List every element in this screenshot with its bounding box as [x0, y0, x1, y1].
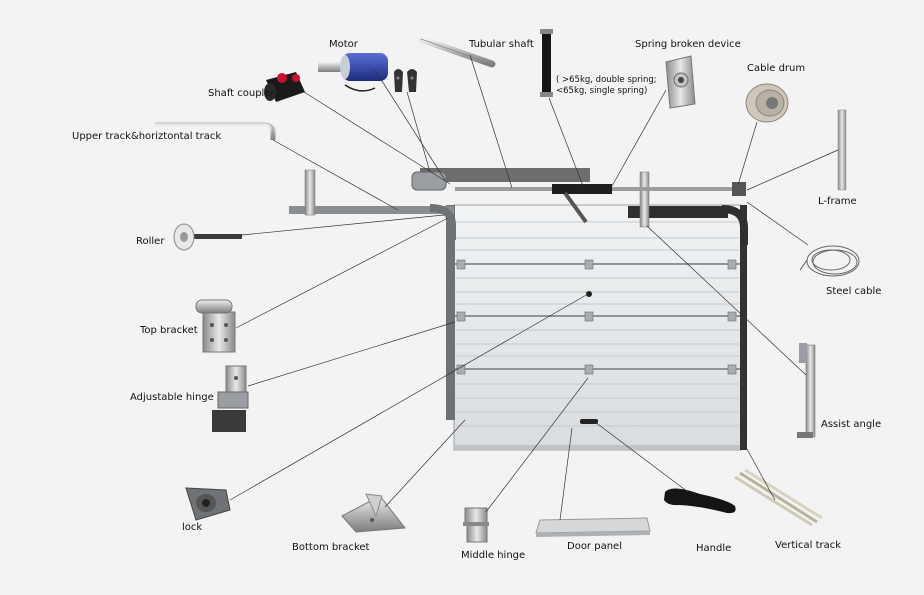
- top-bracket-icon: [195, 299, 236, 353]
- bottom-bracket-icon: [341, 493, 406, 533]
- door-panel-icon: [535, 517, 651, 537]
- handle-icon: [664, 488, 736, 514]
- upper-track-icon: [155, 120, 276, 140]
- label-upper-track: Upper track&horiztontal track: [72, 131, 222, 142]
- shaft-coupler-icon: [264, 72, 305, 102]
- label-vertical-track: Vertical track: [775, 540, 842, 551]
- label-bottom-bracket: Bottom bracket: [292, 542, 370, 553]
- leader-tubular-shaft: [469, 54, 513, 189]
- left-horizontal-track: [289, 206, 454, 214]
- middle-hinge-icon: [463, 507, 489, 543]
- shaft-drum: [732, 182, 746, 196]
- leader-lines: [229, 54, 839, 521]
- roller-icon: [173, 223, 242, 251]
- door-hinges: [456, 259, 737, 375]
- door-leaf: [453, 204, 742, 451]
- leader-shaft-coupler: [303, 91, 451, 185]
- adjustable-hinge-icon: [212, 365, 249, 432]
- vertical-track-icon: [734, 468, 823, 527]
- tubular-shaft-icon: [417, 35, 496, 68]
- label-middle-hinge: Middle hinge: [461, 550, 526, 561]
- right-horizontal-track: [628, 206, 728, 218]
- label-assist-angle: Assist angle: [821, 419, 882, 430]
- leader-roller: [241, 214, 445, 236]
- leader-adjustable-hinge: [247, 321, 456, 387]
- remote-control-icon: [394, 69, 417, 92]
- leader-spring-broken-device: [611, 89, 667, 187]
- label-steel-cable: Steel cable: [826, 286, 882, 297]
- motor-icon: [318, 53, 388, 92]
- leader-lock: [229, 293, 589, 501]
- label-door-panel: Door panel: [567, 541, 622, 552]
- right-hanger: [639, 171, 650, 228]
- assist-angle-icon: [797, 343, 816, 438]
- door-ribs: [456, 221, 739, 427]
- lock-icon: [185, 487, 231, 521]
- door-arm: [563, 191, 588, 224]
- leader-middle-hinge: [485, 377, 589, 513]
- leader-remote: [406, 91, 431, 173]
- label-tubular-shaft: Tubular shaft: [469, 39, 534, 50]
- left-track-curve: [429, 204, 456, 240]
- handle-on-door: [580, 419, 598, 424]
- leader-door-panel: [559, 427, 573, 521]
- left-hanger: [304, 169, 316, 216]
- leader-steel-cable: [746, 201, 809, 246]
- spring-broken-device-icon: [665, 55, 696, 109]
- label-spring-broken-device: Spring broken device: [635, 39, 741, 50]
- label-top-bracket: Top bracket: [140, 325, 198, 336]
- torsion-spring-icon: [540, 29, 553, 97]
- leader-assist-angle: [646, 225, 807, 376]
- leader-bottom-bracket: [384, 419, 466, 508]
- operator-head: [411, 171, 447, 191]
- leader-motor: [374, 69, 446, 181]
- label-roller: Roller: [136, 236, 165, 247]
- operator-rail: [420, 168, 590, 182]
- leader-cable-drum: [737, 121, 758, 186]
- leader-handle: [594, 421, 689, 493]
- bottom-seal: [454, 445, 741, 450]
- label-handle: Handle: [696, 543, 732, 554]
- label-adjustable-hinge: Adjustable hinge: [130, 392, 214, 403]
- leader-top-bracket: [235, 217, 449, 329]
- cable-drum-icon: [745, 83, 789, 123]
- leader-l-frame: [746, 149, 839, 191]
- label-motor: Motor: [329, 39, 358, 50]
- label-lock: lock: [182, 522, 203, 533]
- leader-spring: [548, 97, 584, 187]
- spring-note-line1: ( >65kg, double spring;: [556, 75, 657, 85]
- leader-vertical-track: [741, 439, 776, 501]
- right-track-curve: [721, 205, 748, 245]
- label-cable-drum: Cable drum: [747, 63, 806, 74]
- spring-note-line2: <65kg, single spring): [556, 86, 648, 96]
- section-joints: [454, 263, 741, 370]
- left-vertical-track: [446, 205, 455, 420]
- leader-upper-track: [272, 139, 399, 211]
- steel-cable-icon: [799, 245, 860, 277]
- l-frame-icon: [837, 109, 847, 191]
- label-l-frame: L-frame: [818, 196, 857, 207]
- lock-on-door: [586, 291, 592, 297]
- label-shaft-coupler: Shaft coupler: [208, 88, 275, 99]
- torsion-spring: [552, 184, 612, 194]
- right-vertical-track: [740, 205, 747, 450]
- door-assembly: [289, 168, 748, 451]
